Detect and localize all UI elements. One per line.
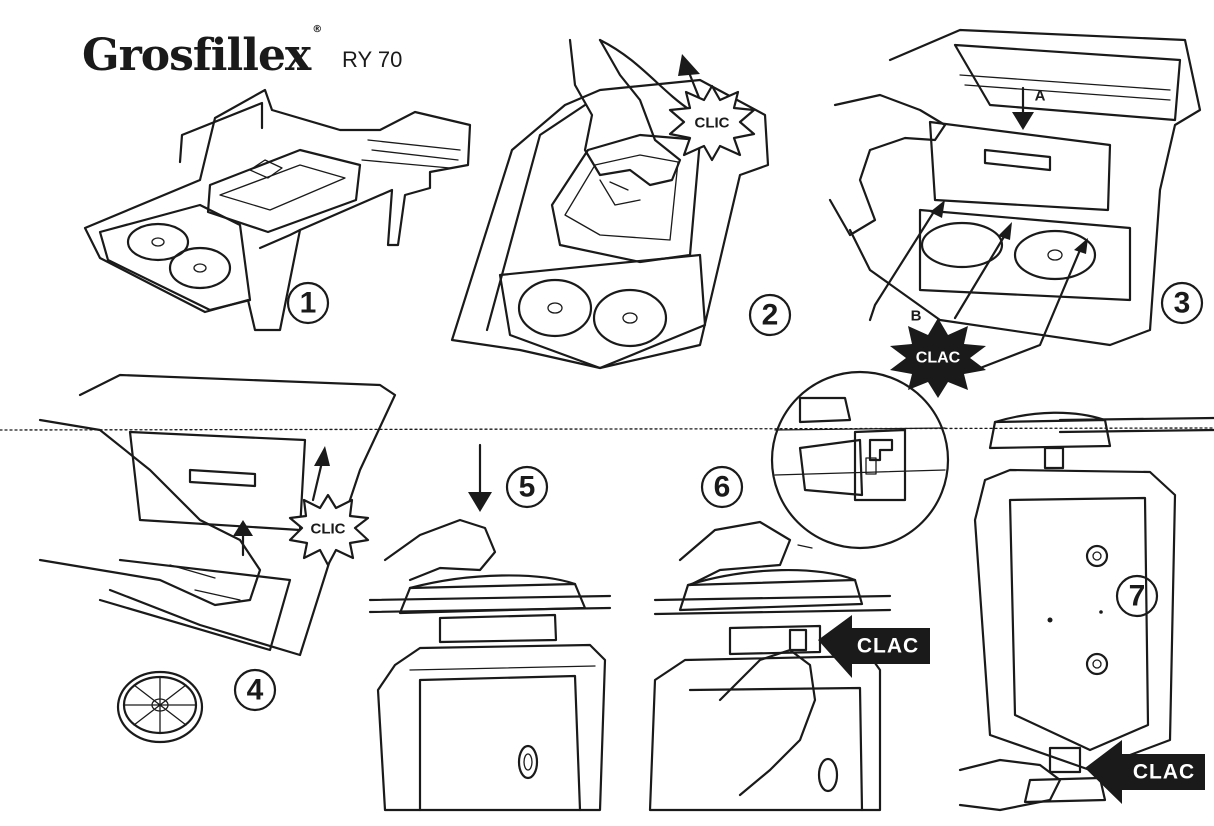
step-2-sound: CLIC xyxy=(695,115,730,132)
step-6-detail-zoom xyxy=(770,370,950,550)
step-4-number: 4 xyxy=(247,674,264,707)
registered-mark: ® xyxy=(312,24,322,36)
model-number: RY 70 xyxy=(342,47,403,72)
step-6-sound: CLAC xyxy=(857,635,919,658)
panel-step-4: CLIC 4 xyxy=(38,373,397,744)
step-3-sound: CLAC xyxy=(916,350,961,367)
step-3-label-a: A xyxy=(1035,88,1046,105)
step-3-circle xyxy=(1160,281,1204,325)
step-7-sound: CLAC xyxy=(1133,761,1195,784)
step-2-number: 2 xyxy=(762,299,779,332)
panel-step-3: A B CLAC 3 xyxy=(828,28,1204,398)
panel-step-2: CLIC 2 xyxy=(450,38,792,370)
step-6-circle xyxy=(700,465,744,509)
panel-step-5: 5 xyxy=(368,443,612,812)
step-1-circle xyxy=(286,281,330,325)
panel-step-6: 6 CLAC xyxy=(648,370,950,812)
step-4-circle xyxy=(233,668,277,712)
step-2-circle xyxy=(748,293,792,337)
step-3-label-b: B xyxy=(911,308,922,325)
step-4-sound: CLIC xyxy=(311,521,346,538)
step-3-number: 3 xyxy=(1174,287,1191,320)
brand-logo: Grosfillex® xyxy=(82,24,322,81)
step-6-number: 6 xyxy=(714,471,731,504)
panel-step-1: 1 xyxy=(83,88,472,332)
brand-name: Grosfillex xyxy=(82,30,311,81)
panel-step-7: 7 CLAC xyxy=(958,411,1214,812)
step-7-number: 7 xyxy=(1129,580,1146,613)
step-1-number: 1 xyxy=(300,287,317,320)
step-7-circle xyxy=(1115,574,1159,618)
step-5-circle xyxy=(505,465,549,509)
step-5-number: 5 xyxy=(519,471,536,504)
